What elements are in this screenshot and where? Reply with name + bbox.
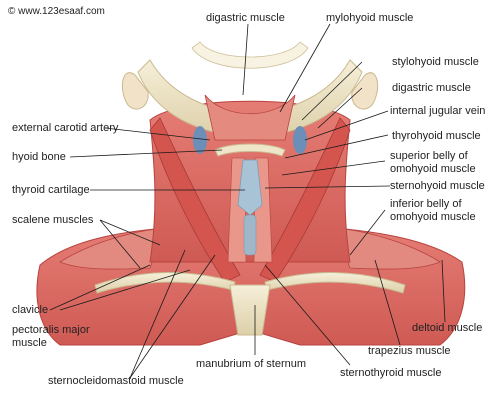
- label-stylohyoid: stylohyoid muscle: [392, 56, 479, 68]
- label-sternohyoid: sternohyoid muscle: [390, 180, 485, 192]
- label-pectoralis-line2: muscle: [12, 337, 47, 349]
- internal-jugular-left: [193, 126, 207, 154]
- manubrium: [229, 284, 271, 336]
- label-trapezius: trapezius muscle: [368, 345, 451, 357]
- label-digastric-right: digastric muscle: [392, 82, 471, 94]
- label-superior-omohyoid-1: superior belly of: [390, 150, 468, 162]
- label-pectoralis-line1: pectoralis major: [12, 324, 90, 336]
- trachea: [243, 214, 257, 256]
- label-inferior-omohyoid-1: inferior belly of: [390, 198, 462, 210]
- internal-jugular-right: [293, 126, 307, 154]
- label-manubrium: manubrium of sternum: [196, 358, 307, 370]
- label-superior-omohyoid-2: omohyoid muscle: [390, 163, 476, 175]
- label-clavicle: clavicle: [12, 304, 49, 316]
- label-deltoid: deltoid muscle: [412, 322, 483, 334]
- label-external-carotid: external carotid artery: [12, 122, 119, 134]
- label-thyroid-cartilage: thyroid cartilage: [12, 184, 90, 196]
- leader-lines: [49, 23, 446, 379]
- label-hyoid: hyoid bone: [12, 151, 66, 163]
- ear-left: [121, 72, 149, 110]
- thyroid-cartilage: [237, 159, 263, 216]
- label-mylohyoid: mylohyoid muscle: [326, 12, 414, 24]
- label-sternocleidomastoid: sternocleidomastoid muscle: [48, 375, 184, 387]
- lower-teeth: [191, 41, 309, 69]
- label-thyrohyoid: thyrohyoid muscle: [392, 130, 481, 142]
- mylohyoid-region: [204, 94, 296, 141]
- label-inferior-omohyoid-2: omohyoid muscle: [390, 211, 476, 223]
- label-sternothyroid: sternothyroid muscle: [340, 367, 442, 379]
- watermark: © www.123esaaf.com: [8, 6, 105, 17]
- hyoid-bone: [214, 143, 286, 157]
- ear-right: [351, 72, 379, 110]
- label-internal-jugular: internal jugular vein: [390, 105, 486, 117]
- label-digastric-top: digastric muscle: [206, 12, 285, 24]
- label-scalene: scalene muscles: [12, 214, 94, 226]
